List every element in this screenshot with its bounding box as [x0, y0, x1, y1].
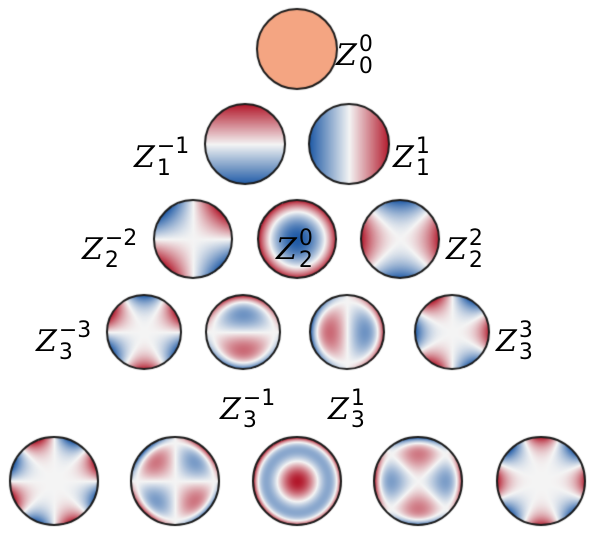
label-z0-0-sub: 0: [358, 54, 373, 79]
label-z3-m3-sub: 3: [58, 340, 73, 365]
label-z2-0-base: Z: [276, 232, 297, 267]
label-z1-m1-indices: −1 1: [157, 136, 189, 180]
label-z2-m2-base: Z: [82, 232, 103, 267]
label-z2-2: Z 2 2: [446, 228, 483, 272]
label-z3-1-sub: 3: [350, 408, 365, 433]
label-z1-m1-base: Z: [134, 140, 155, 175]
label-z3-m3-sup: −3: [58, 318, 92, 343]
label-z3-1: Z 1 3: [328, 388, 365, 432]
label-z2-0-sup: 0: [298, 226, 313, 251]
label-z2-0-sub: 2: [298, 248, 313, 273]
label-z2-2-indices: 2 2: [469, 228, 483, 272]
label-z3-m3-base: Z: [36, 324, 57, 359]
label-z2-m2-sup: −2: [104, 226, 138, 251]
label-z3-m3: Z −3 3: [36, 320, 91, 364]
label-z0-0: Z 0 0: [336, 34, 373, 78]
label-z3-m1-base: Z: [220, 392, 241, 427]
label-z3-3-base: Z: [496, 324, 517, 359]
label-z3-3-indices: 3 3: [519, 320, 533, 364]
label-z2-m2-sub: 2: [104, 248, 119, 273]
label-z1-1: Z 1 1: [393, 136, 430, 180]
label-z3-1-indices: 1 3: [351, 388, 365, 432]
label-z3-3-sup: 3: [518, 318, 533, 343]
label-z1-1-sub: 1: [415, 156, 430, 181]
label-z1-m1: Z −1 1: [134, 136, 189, 180]
label-z3-3: Z 3 3: [496, 320, 533, 364]
label-z3-m1-sup: −1: [242, 386, 276, 411]
label-z3-m3-indices: −3 3: [59, 320, 91, 364]
label-z2-2-base: Z: [446, 232, 467, 267]
label-z1-m1-sup: −1: [156, 134, 190, 159]
label-z2-0: Z 0 2: [276, 228, 313, 272]
label-z3-3-sub: 3: [518, 340, 533, 365]
label-z2-2-sub: 2: [468, 248, 483, 273]
label-z0-0-sup: 0: [358, 32, 373, 57]
label-z1-1-base: Z: [393, 140, 414, 175]
label-z2-2-sup: 2: [468, 226, 483, 251]
label-z2-m2-indices: −2 2: [105, 228, 137, 272]
label-z3-m1-sub: 3: [242, 408, 257, 433]
label-z1-1-sup: 1: [415, 134, 430, 159]
label-z3-1-base: Z: [328, 392, 349, 427]
label-z0-0-indices: 0 0: [359, 34, 373, 78]
label-z3-m1-indices: −1 3: [243, 388, 275, 432]
label-z2-m2: Z −2 2: [82, 228, 137, 272]
label-z3-1-sup: 1: [350, 386, 365, 411]
label-z1-m1-sub: 1: [156, 156, 171, 181]
label-z1-1-indices: 1 1: [416, 136, 430, 180]
label-z0-0-base: Z: [336, 38, 357, 73]
label-z2-0-indices: 0 2: [299, 228, 313, 272]
label-z3-m1: Z −1 3: [220, 388, 275, 432]
